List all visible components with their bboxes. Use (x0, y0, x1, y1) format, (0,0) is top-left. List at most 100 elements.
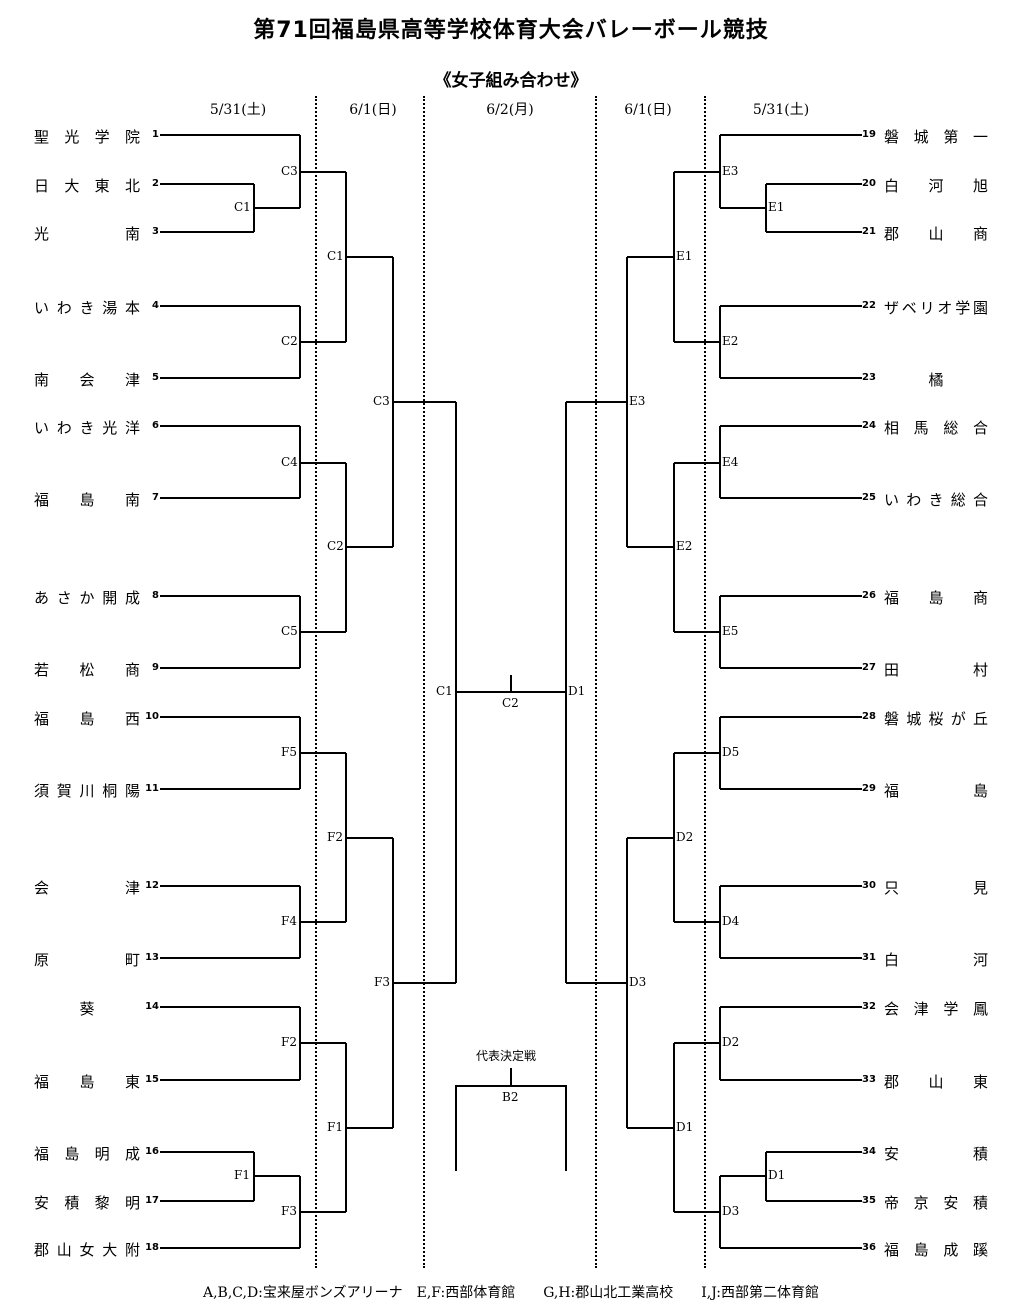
team-number: 15 (145, 1074, 159, 1085)
team-name: 安積 (884, 1145, 988, 1163)
team-name: 聖光学院 (34, 128, 140, 146)
team-name: 福島西 (34, 710, 140, 728)
team-number: 16 (145, 1146, 159, 1157)
team-number: 9 (152, 662, 159, 673)
team-name: 日大東北 (34, 177, 140, 195)
team-name: 郡山女大附 (34, 1241, 140, 1259)
day-header-left-1: 5/31(土) (209, 102, 267, 118)
team-name: 白河 (884, 951, 988, 969)
day-header-left-2: 6/1(日) (349, 102, 397, 118)
team-name: 葵 (79, 1000, 95, 1018)
team-name: 福島成蹊 (884, 1241, 988, 1259)
day-header-right-2: 6/1(日) (624, 102, 672, 118)
match-label: C2 (326, 539, 345, 553)
match-label: C4 (280, 455, 299, 469)
team-name: 若松商 (34, 661, 140, 679)
match-label: D3 (721, 1204, 741, 1218)
team-name: 会津 (34, 879, 140, 897)
team-number: 20 (862, 178, 876, 189)
team-number: 1 (152, 129, 159, 140)
team-number: 6 (152, 420, 159, 431)
match-label: D1 (567, 684, 587, 698)
team-name: 白河旭 (884, 177, 988, 195)
match-label: E3 (721, 164, 740, 178)
day-divider (595, 96, 597, 1268)
team-number: 12 (145, 880, 159, 891)
team-number: 8 (152, 590, 159, 601)
team-name: 磐城桜が丘 (884, 710, 988, 728)
team-number: 14 (145, 1001, 159, 1012)
team-number: 13 (145, 952, 159, 963)
team-name: 福島東 (34, 1073, 140, 1091)
match-label: D3 (628, 975, 648, 989)
team-number: 27 (862, 662, 876, 673)
team-name: 福島南 (34, 491, 140, 509)
match-label: F1 (326, 1120, 344, 1134)
rep-match-label: B2 (501, 1090, 520, 1104)
match-label: E2 (721, 334, 740, 348)
team-name: 福島明成 (34, 1145, 140, 1163)
match-label: E2 (675, 539, 694, 553)
team-number: 28 (862, 711, 876, 722)
match-label: C3 (280, 164, 299, 178)
day-divider (315, 96, 317, 1268)
match-label: D5 (721, 745, 741, 759)
match-label: D1 (675, 1120, 695, 1134)
team-name: 福島商 (884, 589, 988, 607)
team-name: 磐城第一 (884, 128, 988, 146)
team-number: 25 (862, 492, 876, 503)
team-name: 会津学鳳 (884, 1000, 988, 1018)
team-number: 26 (862, 590, 876, 601)
team-number: 29 (862, 783, 876, 794)
match-label: E3 (628, 394, 647, 408)
team-number: 23 (862, 372, 876, 383)
match-label: F1 (233, 1168, 251, 1182)
team-name: 郡山商 (884, 225, 988, 243)
team-number: 31 (862, 952, 876, 963)
match-label: F2 (280, 1035, 298, 1049)
team-number: 7 (152, 492, 159, 503)
match-label: C3 (372, 394, 391, 408)
team-number: 18 (145, 1242, 159, 1253)
match-label: E1 (767, 200, 786, 214)
match-label: D2 (675, 830, 695, 844)
team-name: いわき光洋 (34, 419, 140, 437)
team-name: あさか開成 (34, 589, 140, 607)
day-header-center: 6/2(月) (486, 102, 534, 118)
match-label: C1 (326, 249, 345, 263)
match-label: D1 (767, 1168, 787, 1182)
final-match-label: C2 (501, 696, 520, 710)
team-name: 只見 (884, 879, 988, 897)
team-name: 安積黎明 (34, 1194, 140, 1212)
team-number: 2 (152, 178, 159, 189)
team-number: 10 (145, 711, 159, 722)
team-number: 33 (862, 1074, 876, 1085)
team-name: 田村 (884, 661, 988, 679)
team-name: 帝京安積 (884, 1194, 988, 1212)
team-name: 橘 (928, 371, 944, 389)
match-label: E5 (721, 624, 740, 638)
team-number: 21 (862, 226, 876, 237)
team-name: ザベリオ学園 (884, 299, 988, 317)
bracket-subtitle: 《女子組み合わせ》 (434, 71, 588, 91)
team-number: 17 (145, 1195, 159, 1206)
match-label: E4 (721, 455, 740, 469)
match-label: C1 (233, 200, 252, 214)
match-label: C5 (280, 624, 299, 638)
venue-legend: A,B,C,D:宝来屋ボンズアリーナ E,F:西部体育館 G,H:郡山北工業高校… (202, 1285, 820, 1301)
team-name: 原町 (34, 951, 140, 969)
team-name: 相馬総合 (884, 419, 988, 437)
team-number: 5 (152, 372, 159, 383)
team-number: 22 (862, 300, 876, 311)
match-label: D2 (721, 1035, 741, 1049)
match-label: F5 (280, 745, 298, 759)
team-name: 光南 (34, 225, 140, 243)
match-label: F3 (373, 975, 391, 989)
team-name: いわき総合 (884, 491, 988, 509)
team-number: 32 (862, 1001, 876, 1012)
page-title: 第71回福島県高等学校体育大会バレーボール競技 (253, 18, 769, 43)
match-label: F3 (280, 1204, 298, 1218)
match-label: F4 (280, 914, 298, 928)
rep-match-caption: 代表決定戦 (475, 1049, 538, 1063)
